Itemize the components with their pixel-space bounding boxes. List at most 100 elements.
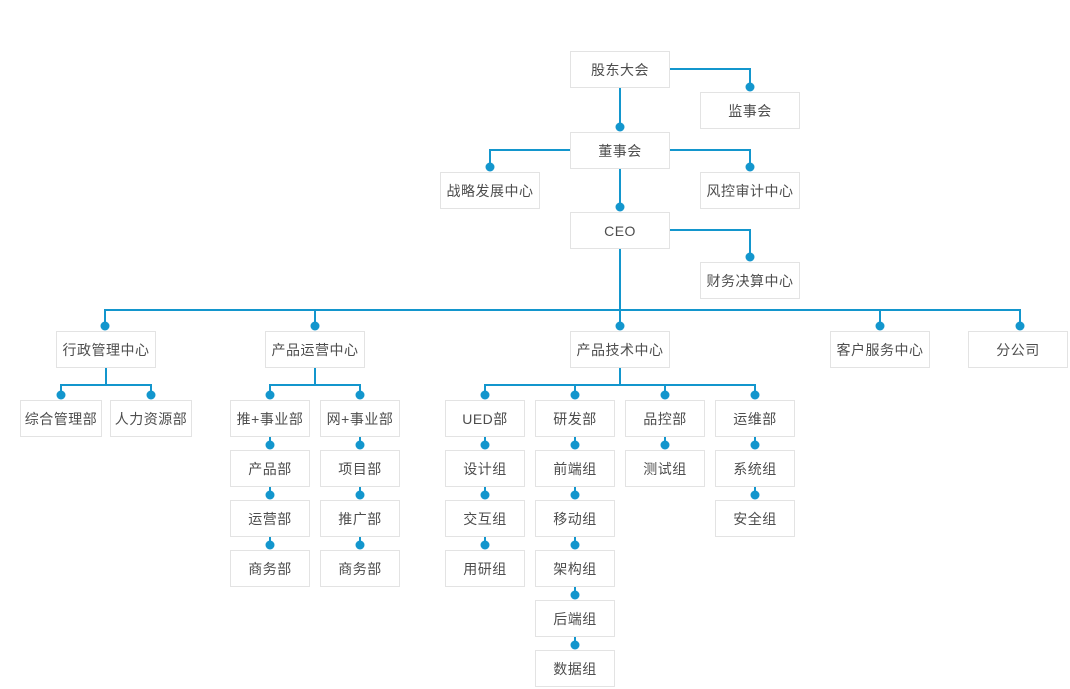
org-node-strategy-development-center: 战略发展中心 <box>440 172 540 209</box>
connector-dot <box>570 590 580 600</box>
org-node-interaction-group: 交互组 <box>445 500 525 537</box>
connector-dot <box>570 540 580 550</box>
org-node-risk-audit-center: 风控审计中心 <box>700 172 800 209</box>
connector-line <box>670 68 751 87</box>
org-node-label: 数据组 <box>553 660 597 677</box>
connector-line <box>269 384 361 395</box>
org-node-label: 综合管理部 <box>24 410 98 427</box>
org-node-qc-dept: 品控部 <box>625 400 705 437</box>
org-node-label: 财务决算中心 <box>706 272 794 289</box>
connector-line <box>484 384 756 395</box>
connector-dot <box>660 390 670 400</box>
org-node-system-group: 系统组 <box>715 450 795 487</box>
org-node-label: 产品运营中心 <box>271 341 359 358</box>
connector-line <box>670 229 751 257</box>
org-node-project-dept: 项目部 <box>320 450 400 487</box>
connector-dot <box>265 390 275 400</box>
connector-dot <box>570 490 580 500</box>
connector-line <box>670 149 751 167</box>
org-node-ceo: CEO <box>570 212 670 249</box>
org-node-label: 商务部 <box>338 560 382 577</box>
org-node-wang-business-unit: 网+事业部 <box>320 400 400 437</box>
connector-dot <box>750 490 760 500</box>
org-node-backend-group: 后端组 <box>535 600 615 637</box>
org-node-label: 运维部 <box>733 410 777 427</box>
org-node-label: 行政管理中心 <box>62 341 150 358</box>
org-node-ued-dept: UED部 <box>445 400 525 437</box>
connector-dot <box>750 390 760 400</box>
connector-dot <box>615 202 625 212</box>
org-node-finance-settlement-center: 财务决算中心 <box>700 262 800 299</box>
org-node-label: 运营部 <box>248 510 292 527</box>
org-node-label: 客户服务中心 <box>836 341 924 358</box>
connector-dot <box>1015 321 1025 331</box>
org-node-product-operation-center: 产品运营中心 <box>265 331 365 368</box>
org-node-supervisory-board: 监事会 <box>700 92 800 129</box>
connector-dot <box>875 321 885 331</box>
org-node-label: 系统组 <box>733 460 777 477</box>
org-node-testing-group: 测试组 <box>625 450 705 487</box>
connector-dot <box>745 162 755 172</box>
connector-dot <box>355 490 365 500</box>
org-node-board-of-directors: 董事会 <box>570 132 670 169</box>
connector-dot <box>355 540 365 550</box>
connector-dot <box>570 640 580 650</box>
connector-dot <box>480 540 490 550</box>
connector-line <box>104 309 1021 326</box>
connector-dot <box>660 440 670 450</box>
org-node-rd-dept: 研发部 <box>535 400 615 437</box>
org-node-label: 设计组 <box>463 460 507 477</box>
connector-dot <box>480 440 490 450</box>
connector-dot <box>355 440 365 450</box>
org-node-human-resources-dept: 人力资源部 <box>110 400 192 437</box>
org-node-label: 测试组 <box>643 460 687 477</box>
org-node-branch-company: 分公司 <box>968 331 1068 368</box>
org-node-general-management-dept: 综合管理部 <box>20 400 102 437</box>
org-node-label: 交互组 <box>463 510 507 527</box>
org-node-label: 监事会 <box>728 102 772 119</box>
org-node-label: 股东大会 <box>591 61 649 78</box>
connector-line <box>489 149 570 167</box>
connector-dot <box>745 82 755 92</box>
org-node-frontend-group: 前端组 <box>535 450 615 487</box>
org-node-product-dept: 产品部 <box>230 450 310 487</box>
org-node-security-group: 安全组 <box>715 500 795 537</box>
org-node-label: 研发部 <box>553 410 597 427</box>
org-node-architecture-group: 架构组 <box>535 550 615 587</box>
org-node-ops-maintenance-dept: 运维部 <box>715 400 795 437</box>
org-node-label: 产品技术中心 <box>576 341 664 358</box>
org-node-business-dept-wang: 商务部 <box>320 550 400 587</box>
org-node-label: 商务部 <box>248 560 292 577</box>
connector-dot <box>745 252 755 262</box>
org-node-user-research-group: 用研组 <box>445 550 525 587</box>
connector-dot <box>56 390 66 400</box>
connector-line <box>60 384 152 395</box>
connector-dot <box>265 490 275 500</box>
org-node-label: 产品部 <box>248 460 292 477</box>
org-node-label: CEO <box>604 222 636 239</box>
connector-dot <box>615 321 625 331</box>
org-node-customer-service-center: 客户服务中心 <box>830 331 930 368</box>
org-node-mobile-group: 移动组 <box>535 500 615 537</box>
org-node-label: 董事会 <box>598 142 642 159</box>
org-node-design-group: 设计组 <box>445 450 525 487</box>
org-node-tui-business-unit: 推+事业部 <box>230 400 310 437</box>
org-node-label: 推+事业部 <box>236 410 304 427</box>
connector-dot <box>265 540 275 550</box>
org-node-label: 风控审计中心 <box>706 182 794 199</box>
connector-dot <box>750 440 760 450</box>
org-node-label: 人力资源部 <box>114 410 188 427</box>
connector-dot <box>146 390 156 400</box>
org-node-label: 网+事业部 <box>326 410 394 427</box>
org-node-product-technology-center: 产品技术中心 <box>570 331 670 368</box>
connector-dot <box>570 440 580 450</box>
connector-dot <box>355 390 365 400</box>
connector-dot <box>485 162 495 172</box>
org-node-business-dept-tui: 商务部 <box>230 550 310 587</box>
org-node-label: 安全组 <box>733 510 777 527</box>
connector-dot <box>265 440 275 450</box>
connector-dot <box>100 321 110 331</box>
org-node-label: 架构组 <box>553 560 597 577</box>
org-node-label: 品控部 <box>643 410 687 427</box>
